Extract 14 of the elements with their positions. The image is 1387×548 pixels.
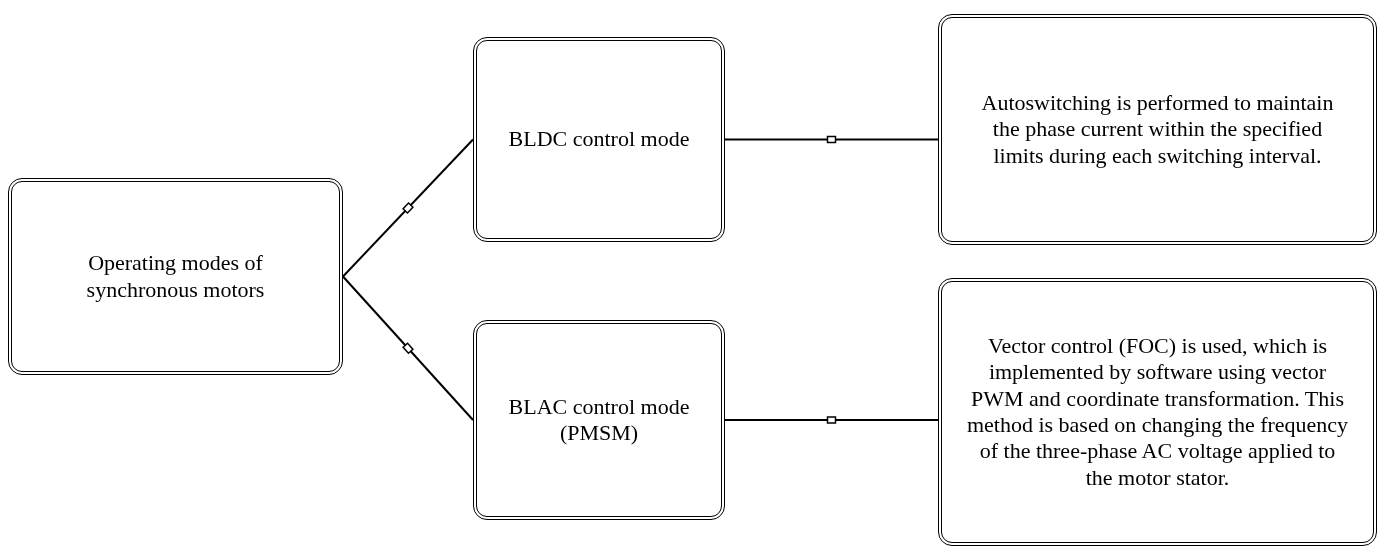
connector bbox=[342, 138, 474, 278]
process-box bbox=[8, 178, 343, 375]
connector bbox=[724, 138, 939, 141]
process-box bbox=[473, 320, 725, 520]
box-text: Autoswitching is performed to maintain the phase current within the specified limits during each switching interval. bbox=[980, 89, 1335, 170]
process-box bbox=[473, 37, 725, 242]
box-text: Vector control (FOC) is used, which is implemented by software using vector PWM and coordinate transformation. This method is based on changing the frequency of the three-phase AC voltage applied to the motor stator. bbox=[966, 332, 1349, 492]
box-text: BLDC control mode bbox=[508, 126, 690, 153]
connector bbox=[342, 275, 474, 421]
box-text: BLAC control mode (PMSM) bbox=[507, 393, 691, 447]
process-box bbox=[938, 14, 1377, 245]
box-text: Operating modes of synchronous motors bbox=[85, 250, 266, 303]
connector bbox=[724, 419, 939, 421]
process-box bbox=[938, 278, 1377, 546]
